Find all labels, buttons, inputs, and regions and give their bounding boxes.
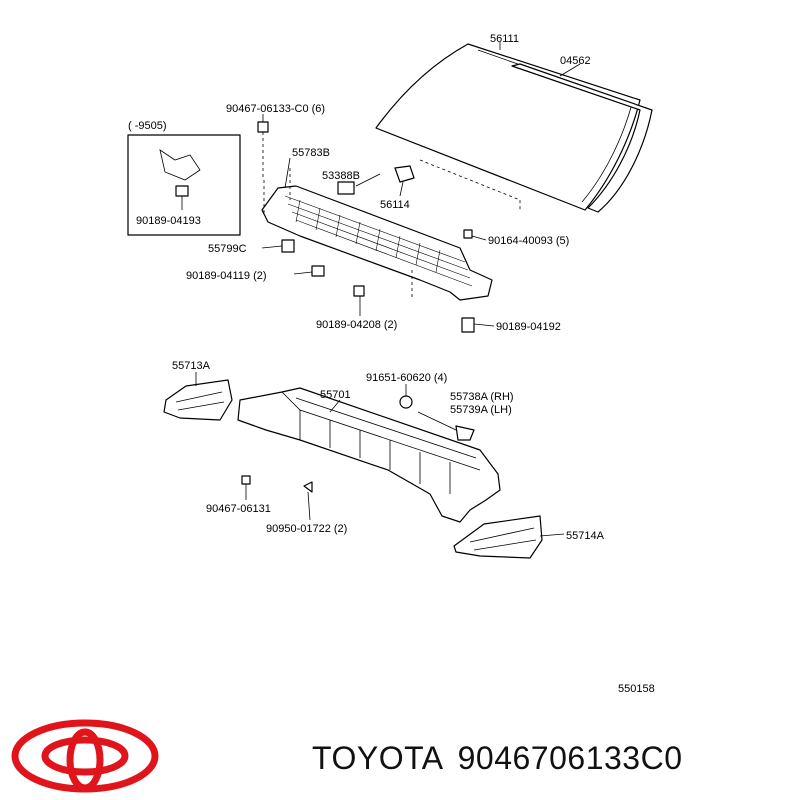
caption: TOYOTA 9046706133C0 [312, 740, 792, 777]
clip-01722-part [303, 481, 313, 493]
part-number: 9046706133C0 [457, 740, 683, 776]
spacer-part [394, 165, 415, 183]
fastener-bolt-top [257, 121, 269, 180]
toyota-logo-icon [11, 719, 159, 793]
label-screw-right: 90164-40093 (5) [488, 235, 569, 247]
brand-name: TOYOTA [312, 740, 444, 776]
seal-part [337, 181, 355, 195]
plug-part [399, 395, 413, 409]
windshield-molding [511, 63, 653, 213]
clip-55799c-part [281, 239, 295, 253]
clip-04208-part [353, 285, 365, 297]
cowl-panel [237, 387, 501, 523]
label-seal: 53388B [322, 170, 360, 182]
label-cowl-panel: 55701 [320, 389, 351, 401]
label-clip-04119: 90189-04119 (2) [186, 270, 267, 282]
label-cowl-louver: 55783B [292, 147, 330, 159]
bracket-part [455, 425, 475, 441]
label-windshield: 56111 [490, 33, 519, 45]
label-bracket-rh: 55738A (RH) [450, 391, 514, 403]
label-spacer: 56114 [380, 199, 410, 211]
leader-lines [195, 42, 581, 537]
bolt-06131-part [241, 475, 251, 485]
label-bolt-top: 90467-06133-C0 (6) [226, 103, 325, 115]
label-clip-01722: 90950-01722 (2) [266, 523, 347, 535]
label-bolt-06131: 90467-06131 [206, 503, 271, 515]
cowl-louver [261, 185, 493, 301]
label-clip-04192: 90189-04192 [496, 321, 561, 333]
label-molding: 04562 [560, 55, 591, 67]
inset-box [127, 134, 241, 236]
label-panel-left: 55713A [172, 360, 211, 372]
label-diagram-number: 550158 [618, 683, 655, 695]
label-inset-clip: 90189-04193 [136, 215, 201, 227]
clip-04119-part [311, 265, 325, 277]
label-inset-range: ( -9505) [128, 120, 167, 132]
screw-part [463, 229, 473, 239]
label-panel-right: 55714A [566, 530, 605, 542]
label-plug: 91651-60620 (4) [366, 372, 447, 384]
windshield-glass [375, 43, 641, 211]
panel-left-part [163, 379, 233, 421]
label-clip-left: 55799C [208, 243, 247, 255]
panel-right-part [453, 515, 543, 559]
clip-04192-part [461, 317, 475, 333]
label-clip-04208: 90189-04208 (2) [316, 319, 397, 331]
label-bracket-lh: 55739A (LH) [450, 404, 512, 416]
